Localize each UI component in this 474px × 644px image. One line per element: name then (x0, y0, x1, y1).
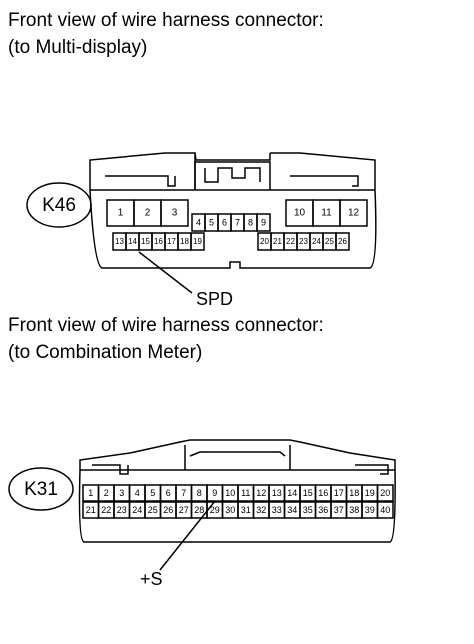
k31-pin-label: 40 (380, 505, 390, 515)
k46-id-label: K46 (42, 195, 76, 216)
k31-plus-s-label: +S (140, 569, 163, 589)
k31-pin-label: 8 (197, 488, 202, 498)
k31-plus-s-callout-line (159, 500, 216, 571)
k46-pin-label: 2 (145, 208, 151, 219)
k46-pin-label: 3 (172, 208, 178, 219)
k46-pin-label: 25 (325, 237, 334, 246)
k31-pin-label: 39 (365, 505, 375, 515)
k31-pin-label: 14 (287, 488, 297, 498)
k31-pin-label: 29 (210, 505, 220, 515)
k31-pin-label: 20 (380, 488, 390, 498)
k46-pin-label: 1 (118, 208, 124, 219)
connector-1-caption-line-2: (to Multi-display) (8, 37, 148, 58)
k46-pin-label: 7 (235, 217, 240, 227)
k31-pin-label: 7 (181, 488, 186, 498)
k46-connector-housing (89, 152, 377, 269)
k31-pin-label: 1 (88, 488, 93, 498)
k31-pin-label: 27 (179, 505, 189, 515)
k46-pin-label: 16 (154, 237, 163, 246)
k46-pin-label: 11 (321, 208, 332, 219)
k31-pin-label: 9 (212, 488, 217, 498)
k46-middle-pin-boxes (191, 213, 271, 232)
k31-pin-label: 15 (303, 488, 313, 498)
k31-pin-label: 37 (334, 505, 344, 515)
k46-spd-label: SPD (196, 289, 233, 309)
k46-pin-label: 10 (294, 208, 306, 219)
k46-pin-label: 21 (273, 237, 282, 246)
k46-pin-label: 6 (222, 217, 227, 227)
connector-2-caption-line-2: (to Combination Meter) (8, 342, 203, 363)
k31-pin-label: 22 (101, 505, 111, 515)
k31-pin-label: 5 (150, 488, 155, 498)
k46-pin-label: 13 (115, 237, 124, 246)
k46-top-pin-boxes (106, 199, 368, 227)
k46-pin-label: 19 (193, 237, 202, 246)
k31-pin-label: 10 (225, 488, 235, 498)
k31-top-pin-boxes (82, 484, 394, 502)
k46-pin-label: 5 (209, 217, 214, 227)
k46-pin-label: 23 (299, 237, 308, 246)
k31-pin-label: 31 (241, 505, 251, 515)
k31-pin-label: 6 (166, 488, 171, 498)
k46-spd-callout-line (138, 251, 193, 294)
k31-pin-label: 35 (303, 505, 313, 515)
k46-pin-label: 9 (261, 217, 266, 227)
k31-pin-label: 26 (163, 505, 173, 515)
k46-pin-label: 18 (180, 237, 189, 246)
k31-pin-label: 24 (132, 505, 142, 515)
k46-pin-label: 26 (338, 237, 347, 246)
k46-pin-label: 8 (248, 217, 253, 227)
k31-pin-label: 30 (225, 505, 235, 515)
connector-1-caption-line-1: Front view of wire harness connector: (8, 10, 324, 31)
k46-pin-label: 22 (286, 237, 295, 246)
k31-pin-label: 21 (86, 505, 96, 515)
k31-pin-label: 13 (272, 488, 282, 498)
k31-pin-label: 33 (272, 505, 282, 515)
k31-connector-housing (78, 439, 396, 543)
connector-2-caption-line-1: Front view of wire harness connector: (8, 315, 324, 336)
k31-pin-label: 18 (349, 488, 359, 498)
k31-pin-label: 36 (318, 505, 328, 515)
k31-pin-label: 34 (287, 505, 297, 515)
k31-pin-label: 17 (334, 488, 344, 498)
k31-id-badge (8, 467, 74, 511)
k46-id-badge (26, 182, 92, 228)
k46-pin-label: 24 (312, 237, 321, 246)
k46-pin-label: 17 (167, 237, 176, 246)
k31-pin-label: 16 (318, 488, 328, 498)
k46-pin-label: 20 (260, 237, 269, 246)
k31-pin-label: 23 (117, 505, 127, 515)
k31-pin-label: 28 (194, 505, 204, 515)
k31-bottom-pin-boxes (82, 501, 394, 519)
k31-pin-label: 25 (148, 505, 158, 515)
k31-pin-label: 12 (256, 488, 266, 498)
k31-pin-label: 38 (349, 505, 359, 515)
k46-pin-label: 15 (141, 237, 150, 246)
k31-pin-label: 19 (365, 488, 375, 498)
k46-pin-label: 14 (128, 237, 137, 246)
k46-bottom-pin-boxes (112, 232, 350, 251)
k31-id-label: K31 (24, 479, 58, 500)
k31-pin-label: 32 (256, 505, 266, 515)
k31-pin-label: 2 (104, 488, 109, 498)
k46-pin-label: 4 (196, 217, 201, 227)
k31-pin-label: 11 (241, 488, 250, 498)
k31-pin-label: 3 (119, 488, 124, 498)
k46-pin-label: 12 (348, 208, 360, 219)
k31-pin-label: 4 (135, 488, 140, 498)
